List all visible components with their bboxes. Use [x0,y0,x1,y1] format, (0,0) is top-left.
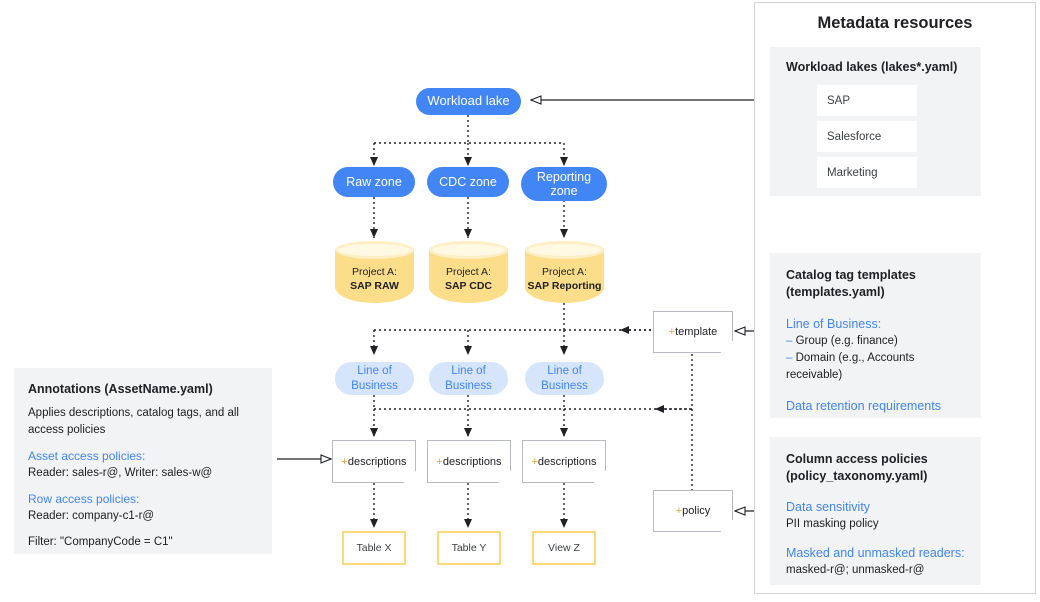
lob-line2: Business [351,379,398,392]
lake-item-salesforce[interactable]: Salesforce [817,121,917,152]
data-retention-heading: Data retention requirements [786,398,941,413]
masked-readers-value: masked-r@; unmasked-r@ [786,564,925,577]
node-table-x[interactable]: Table X [342,531,406,565]
project-name: SAP RAW [350,280,399,292]
node-line-of-business-2[interactable]: Line of Business [429,362,508,395]
catalog-templates-heading-1: Catalog tag templates [786,268,916,282]
row-access-policies-heading: Row access policies: [28,492,140,507]
metadata-resources-title: Metadata resources [817,14,973,32]
node-project-sap-reporting[interactable]: Project A: SAP Reporting [525,241,604,303]
cylinder-label: Project A: SAP RAW [335,261,414,299]
annotations-title: Annotations (AssetName.yaml) [28,382,213,396]
node-project-sap-cdc[interactable]: Project A: SAP CDC [429,241,508,303]
plus-glyph: + [531,455,538,468]
project-prefix: Project A: [542,266,587,279]
data-sensitivity-value: PII masking policy [786,517,879,530]
node-cdc-zone[interactable]: CDC zone [427,167,509,197]
data-sensitivity-heading: Data sensitivity [786,499,871,514]
lob-line2: Business [541,379,588,392]
plus-glyph: + [436,455,443,468]
node-workload-lake[interactable]: Workload lake [416,88,521,115]
catalog-templates-heading-2: (templates.yaml) [786,284,885,299]
plus-glyph: + [668,326,676,338]
bullet-text: Domain (e.g., Accounts receivable) [786,352,915,382]
lob-line1: Line of [547,365,582,378]
node-descriptions-3[interactable]: +descriptions [522,440,606,483]
cylinder-highlight [338,244,411,256]
annotations-intro: Applies descriptions, catalog tags, and … [28,407,239,437]
node-template-note[interactable]: + template [653,311,733,353]
column-policies-heading-2: (policy_taxonomy.yaml) [786,468,928,483]
project-prefix: Project A: [352,266,397,279]
node-descriptions-1[interactable]: +descriptions [332,440,416,483]
node-raw-zone[interactable]: Raw zone [333,167,415,197]
descriptions-label: descriptions [347,455,407,468]
node-line-of-business-3[interactable]: Line of Business [525,362,604,395]
asset-access-policies-value: Reader: sales-r@, Writer: sales-w@ [28,467,213,480]
policy-label: policy [682,505,711,517]
descriptions-label: descriptions [442,455,502,468]
bullet-dash: – [786,334,793,347]
column-access-policies-card: Column access policies (policy_taxonomy.… [770,437,981,585]
catalog-tag-templates-card: Catalog tag templates (templates.yaml) L… [770,253,981,418]
lake-item-sap[interactable]: SAP [817,85,917,116]
project-prefix: Project A: [446,266,491,279]
cylinder-label: Project A: SAP CDC [429,261,508,299]
row-access-policies-value: Reader: company-c1-r@ [28,510,155,523]
plus-glyph: + [675,505,683,517]
descriptions-label: descriptions [537,455,597,468]
node-view-z[interactable]: View Z [532,531,596,565]
node-project-sap-raw[interactable]: Project A: SAP RAW [335,241,414,303]
catalog-bullet-domain: – Domain (e.g., Accounts receivable) [786,350,969,385]
lob-line1: Line of [451,365,486,378]
project-name: SAP CDC [444,280,493,292]
node-table-y[interactable]: Table Y [437,531,501,565]
workload-lakes-heading: Workload lakes (lakes*.yaml) [786,60,958,74]
bullet-text: Group (e.g. finance) [792,334,898,347]
lob-line2: Business [445,379,492,392]
project-name: SAP Reporting [527,280,602,292]
bullet-dash: – [786,352,793,365]
annotations-panel: Annotations (AssetName.yaml) Applies des… [14,368,272,554]
masked-readers-heading: Masked and unmasked readers: [786,546,965,561]
node-descriptions-2[interactable]: +descriptions [427,440,511,483]
plus-glyph: + [341,455,348,468]
cylinder-label: Project A: SAP Reporting [525,261,604,299]
annotations-filter: Filter: "CompanyCode = C1" [28,536,173,549]
cylinder-highlight [528,244,601,256]
column-policies-heading-1: Column access policies [786,452,928,466]
template-label: template [675,326,718,338]
node-line-of-business-1[interactable]: Line of Business [335,362,414,395]
cylinder-highlight [432,244,505,256]
line-of-business-heading: Line of Business: [786,316,882,331]
node-policy-note[interactable]: +policy [653,490,733,532]
catalog-bullet-group: – Group (e.g. finance) [786,333,969,350]
lake-item-marketing[interactable]: Marketing [817,157,917,188]
asset-access-policies-heading: Asset access policies: [28,449,146,464]
node-reporting-zone[interactable]: Reporting zone [521,167,607,201]
lob-line1: Line of [357,365,392,378]
